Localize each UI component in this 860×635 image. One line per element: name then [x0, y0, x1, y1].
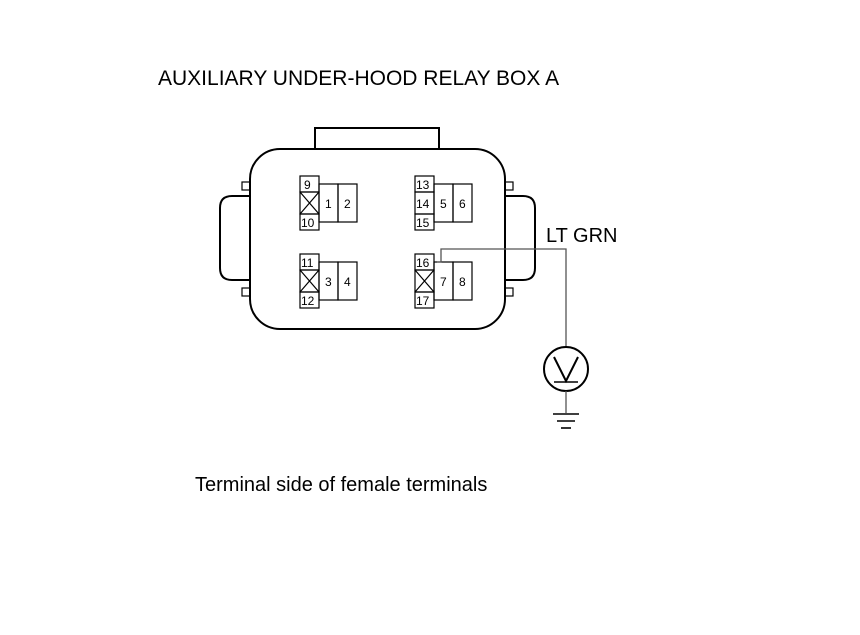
pin-16: 16 — [416, 256, 430, 270]
pin-15: 15 — [416, 216, 430, 230]
pin-13: 13 — [416, 178, 430, 192]
ground-icon — [553, 413, 579, 429]
pin-14: 14 — [416, 197, 430, 211]
pin-11: 11 — [301, 256, 314, 270]
terminal-group-3: 11 12 3 4 — [299, 253, 358, 309]
pin-17: 17 — [416, 294, 430, 308]
diagram-caption: Terminal side of female terminals — [195, 474, 487, 496]
connector-housing — [219, 127, 536, 330]
diagram-title: AUXILIARY UNDER-HOOD RELAY BOX A — [158, 67, 559, 90]
pin-5: 5 — [440, 197, 447, 211]
pin-9: 9 — [304, 178, 311, 192]
pin-1: 1 — [325, 197, 332, 211]
pin-4: 4 — [344, 275, 351, 289]
pin-6: 6 — [459, 197, 466, 211]
terminal-group-2: 13 14 15 5 6 — [414, 175, 473, 231]
pin-8: 8 — [459, 275, 466, 289]
pin-7: 7 — [440, 275, 447, 289]
pin-3: 3 — [325, 275, 332, 289]
pin-10: 10 — [301, 216, 315, 230]
terminal-group-4: 16 17 7 8 — [414, 253, 473, 309]
pin-2: 2 — [344, 197, 351, 211]
terminal-group-1: 9 10 1 2 — [299, 175, 358, 231]
probe-wire — [437, 248, 567, 348]
wire-color-label: LT GRN — [546, 225, 618, 247]
voltmeter-icon — [543, 346, 589, 392]
pin-12: 12 — [301, 294, 315, 308]
